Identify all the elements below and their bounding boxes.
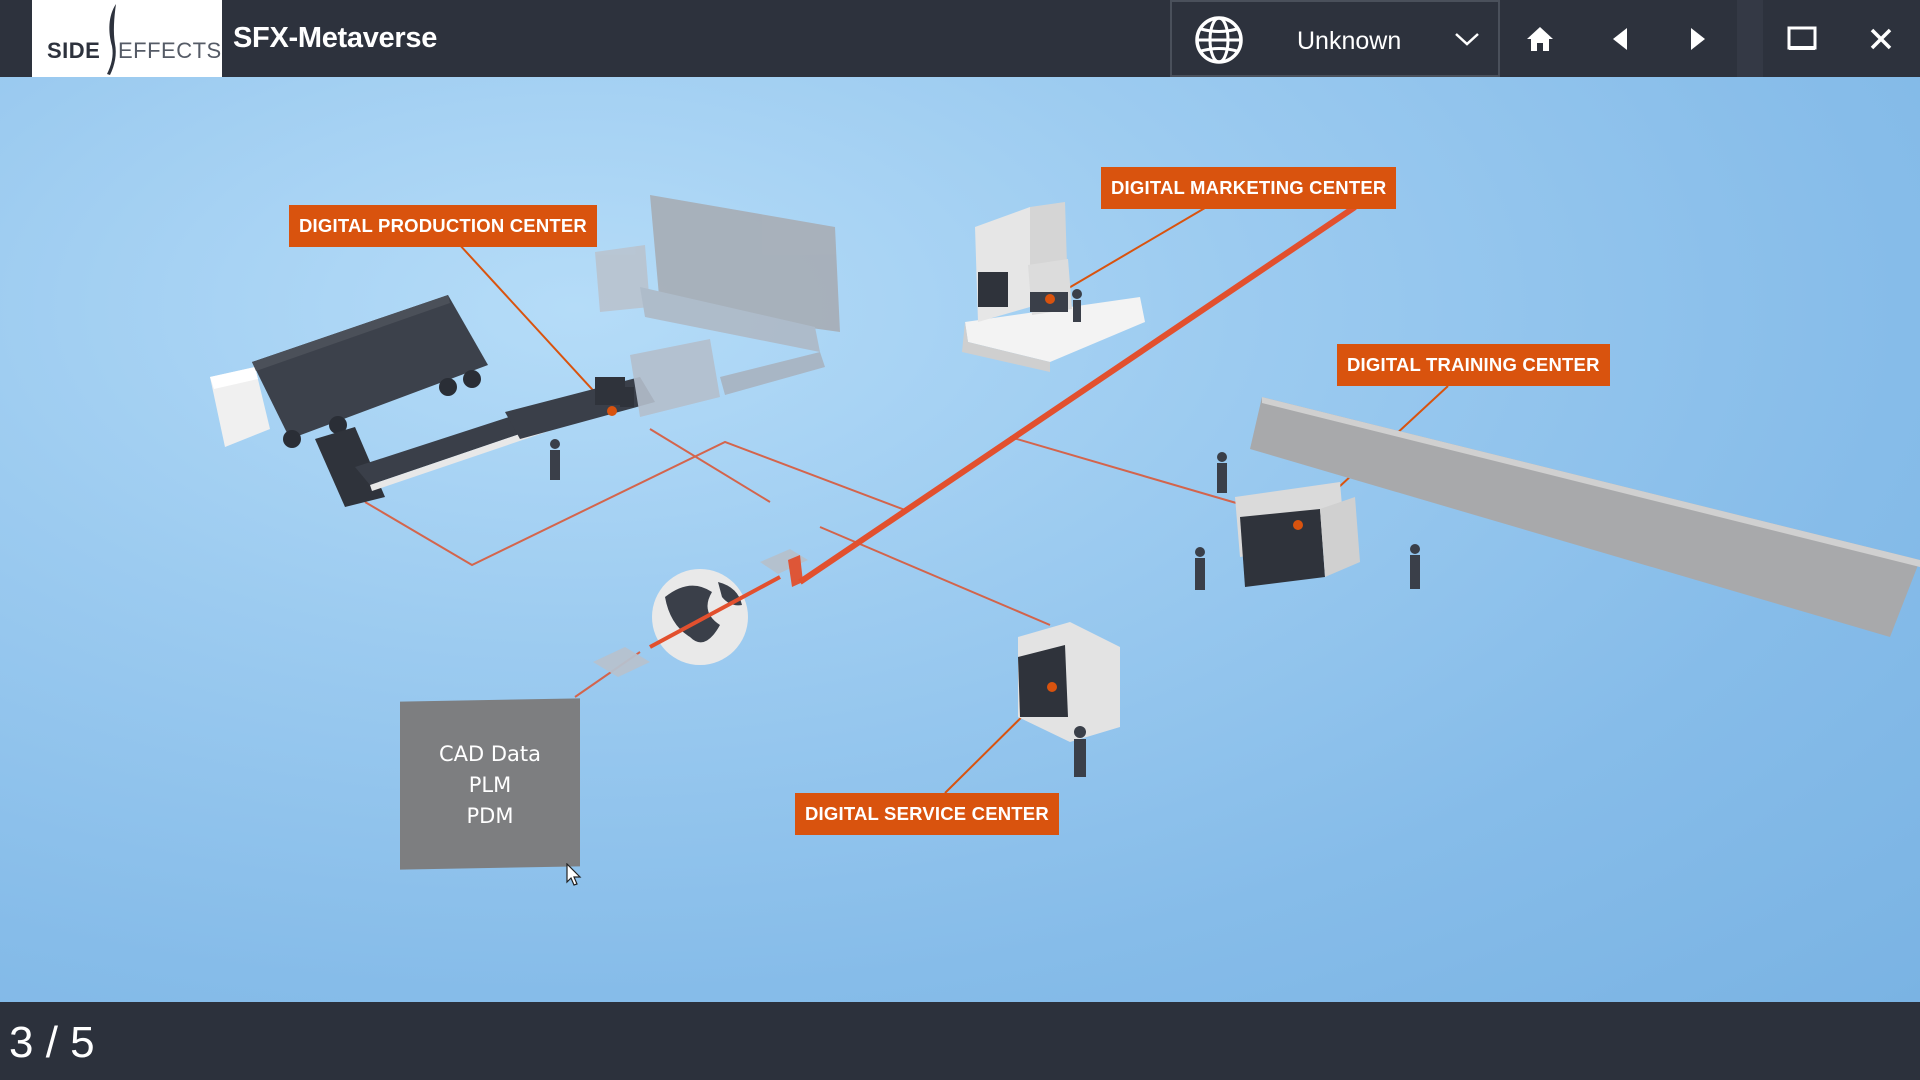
mouse-cursor-icon — [566, 863, 582, 886]
scene-illustration — [210, 195, 1920, 794]
training-center — [1235, 397, 1920, 637]
data-link — [649, 575, 781, 649]
truck — [210, 295, 488, 448]
side-effects-logo: SIDE EFFECTS — [32, 0, 222, 77]
metaverse-scene[interactable]: DIGITAL PRODUCTION CENTER DIGITAL MARKET… — [0, 77, 1920, 1002]
globe-icon — [652, 569, 748, 665]
next-icon — [1691, 27, 1705, 50]
label-digital-marketing-center[interactable]: DIGITAL MARKETING CENTER — [1101, 167, 1397, 209]
maximize-button[interactable] — [1763, 0, 1841, 77]
feather-logo-icon — [107, 4, 116, 75]
logo-text-effects: EFFECTS — [118, 38, 222, 63]
home-icon — [1527, 26, 1553, 51]
page-indicator: 3 / 5 — [9, 1018, 95, 1067]
toolbar-separator — [1737, 0, 1763, 77]
data-blocks — [593, 549, 808, 677]
chevron-down-icon — [1455, 33, 1479, 46]
bottom-bar: 3 / 5 — [0, 1002, 1920, 1080]
service-machine — [1018, 622, 1120, 742]
previous-icon — [1613, 27, 1627, 50]
label-digital-training-center[interactable]: DIGITAL TRAINING CENTER — [1337, 344, 1610, 386]
marketing-booth — [962, 202, 1145, 372]
people — [550, 289, 1420, 777]
app-title: SFX-Metaverse — [233, 22, 438, 54]
label-digital-service-center[interactable]: DIGITAL SERVICE CENTER — [795, 793, 1059, 835]
cad-line-plm: PLM — [468, 773, 512, 797]
production-buildings — [595, 195, 840, 417]
main-connection-line — [798, 204, 1357, 585]
close-button[interactable] — [1842, 0, 1920, 77]
home-button[interactable] — [1501, 0, 1579, 77]
title-bar: SIDE EFFECTS SFX-Metaverse Unknown — [0, 0, 1920, 77]
language-value: Unknown — [1297, 27, 1402, 55]
next-button[interactable] — [1659, 0, 1737, 77]
cad-line-cad-data: CAD Data — [438, 742, 542, 766]
previous-button[interactable] — [1581, 0, 1659, 77]
label-digital-production-center[interactable]: DIGITAL PRODUCTION CENTER — [289, 205, 597, 247]
language-dropdown[interactable]: Unknown — [1170, 0, 1500, 77]
maximize-icon — [1787, 26, 1817, 50]
close-icon — [1870, 28, 1892, 49]
cad-line-pdm: PDM — [466, 804, 514, 828]
logo-text-side: SIDE — [47, 38, 101, 63]
globe-icon — [1195, 16, 1243, 64]
cad-data-text: CAD Data PLM PDM — [400, 739, 580, 832]
production-line — [315, 377, 655, 507]
